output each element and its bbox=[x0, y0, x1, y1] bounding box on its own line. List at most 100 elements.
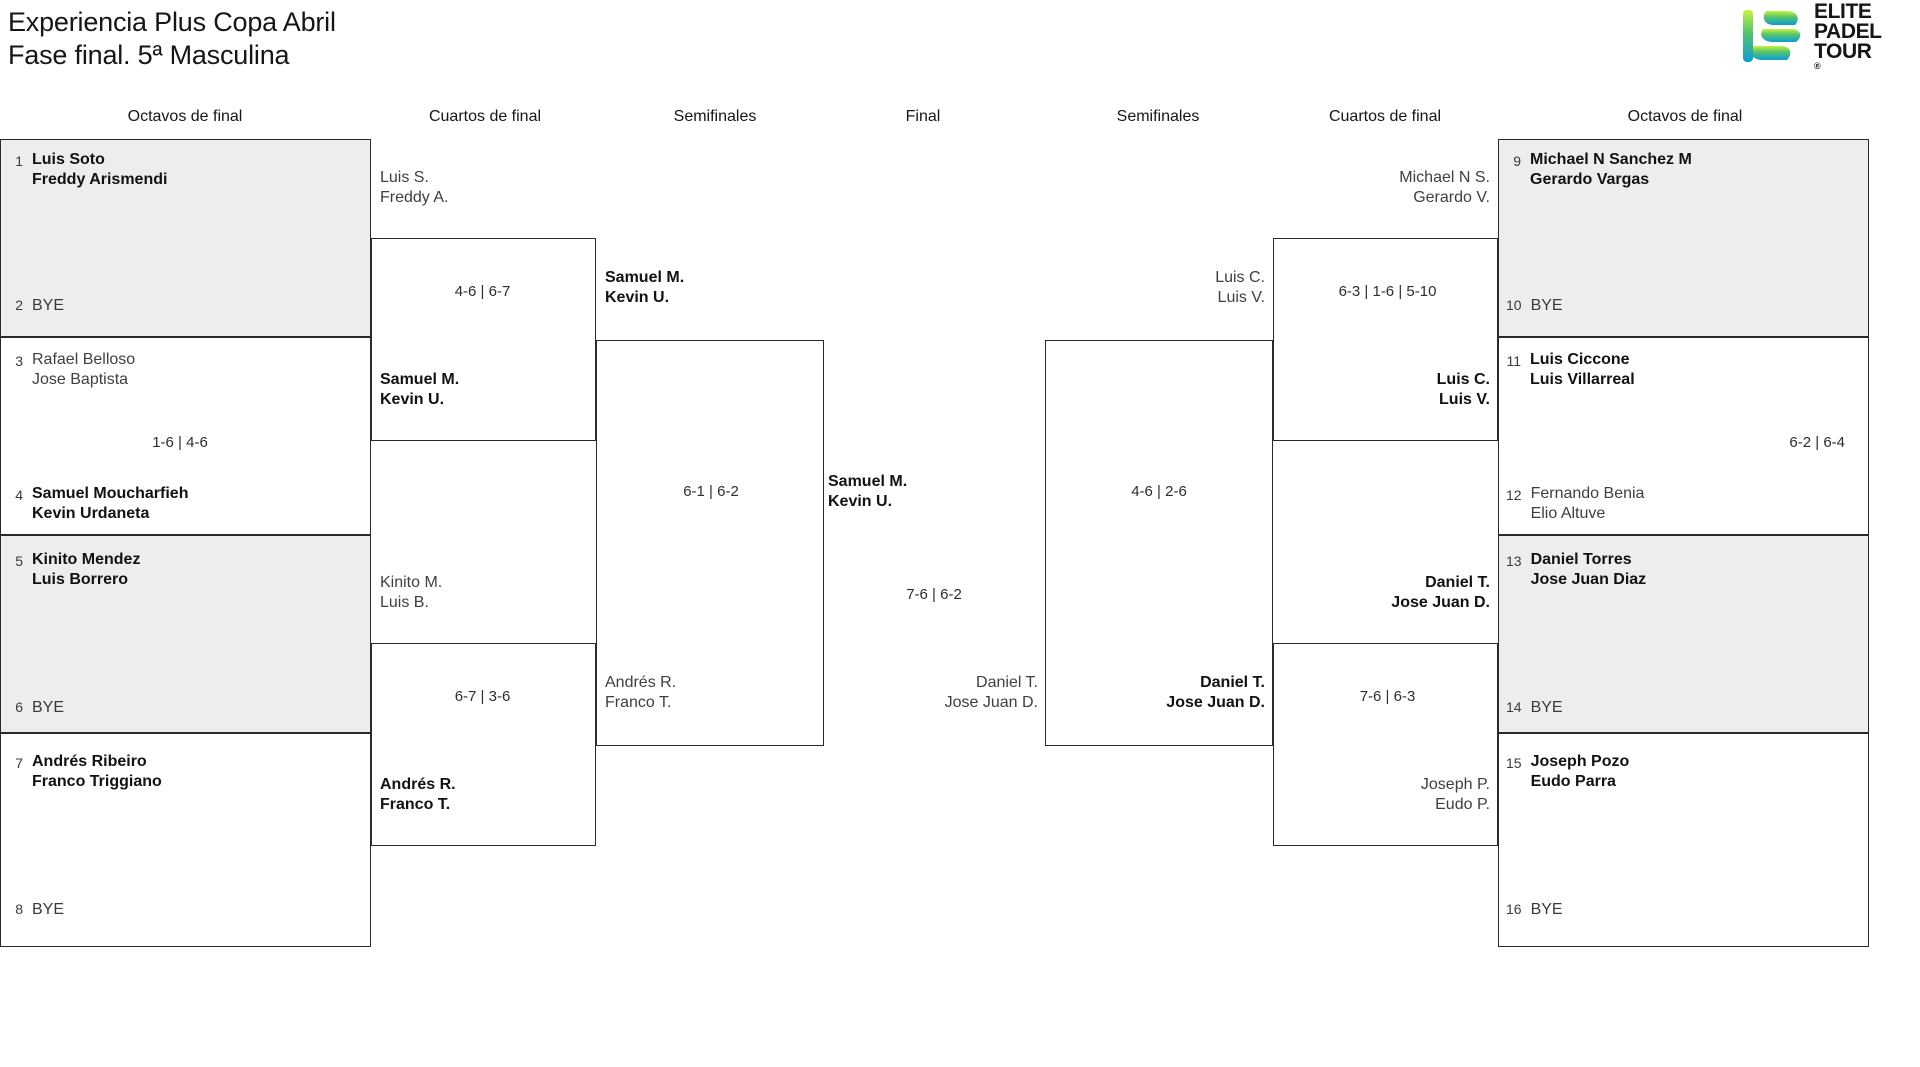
round-header-left-sf: Semifinales bbox=[673, 108, 757, 125]
logo-line-3: TOUR® bbox=[1814, 41, 1882, 71]
seed-players: Fernando Benia Elio Altuve bbox=[1530, 485, 1645, 522]
seed-players: BYE bbox=[32, 901, 65, 918]
seed-number: 15 bbox=[1506, 755, 1522, 771]
match-score-left-qf-2: 6-7 | 3-6 bbox=[454, 688, 511, 705]
qf-right-2-loser: Joseph P. Eudo P. bbox=[1420, 776, 1490, 813]
match-score-right-r16-2: 6-2 | 6-4 bbox=[1789, 434, 1845, 451]
qf-left-2-loser: Kinito M. Luis B. bbox=[380, 574, 443, 611]
seed-number: 4 bbox=[15, 487, 23, 503]
match-box-right-r16-4[interactable] bbox=[1498, 733, 1869, 947]
seed-entry-10[interactable]: 10 BYE bbox=[1506, 296, 1846, 316]
qf-left-1-winner: Samuel M. Kevin U. bbox=[380, 371, 460, 408]
seed-players: BYE bbox=[32, 297, 65, 314]
round-header-left-qf: Cuartos de final bbox=[428, 108, 542, 125]
qf-right-2-winner: Daniel T. Jose Juan D. bbox=[1391, 574, 1490, 611]
seed-entry-11[interactable]: 11 Luis Ciccone Luis Villarreal bbox=[1506, 350, 1846, 389]
match-score-left-sf: 6-1 | 6-2 bbox=[683, 483, 739, 500]
seed-entry-3[interactable]: 3 Rafael Belloso Jose Baptista bbox=[8, 350, 348, 389]
seed-number: 3 bbox=[15, 353, 23, 369]
sf-left-winner: Samuel M. Kevin U. bbox=[605, 269, 685, 306]
seed-players: BYE bbox=[1530, 297, 1563, 314]
seed-entry-2[interactable]: 2 BYE bbox=[8, 296, 348, 316]
match-box-right-r16-1[interactable] bbox=[1498, 139, 1869, 337]
seed-number: 6 bbox=[15, 699, 23, 716]
qf-left-2-winner: Andrés R. Franco T. bbox=[380, 776, 456, 813]
logo-line-2: PADEL bbox=[1814, 19, 1882, 43]
match-box-right-r16-2[interactable] bbox=[1498, 337, 1869, 535]
seed-number: 8 bbox=[15, 901, 23, 918]
seed-number: 1 bbox=[15, 153, 23, 169]
seed-entry-15[interactable]: 15 Joseph Pozo Eudo Parra bbox=[1506, 752, 1846, 791]
seed-players: Kinito Mendez Luis Borrero bbox=[32, 551, 141, 588]
page-title: Experiencia Plus Copa Abril Fase final. … bbox=[8, 6, 336, 72]
match-box-left-r16-1[interactable] bbox=[0, 139, 371, 337]
seed-players: Daniel Torres Jose Juan Diaz bbox=[1530, 551, 1647, 588]
match-score-left-qf-1: 4-6 | 6-7 bbox=[454, 283, 511, 300]
match-box-right-r16-3[interactable] bbox=[1498, 535, 1869, 733]
sf-left-loser: Andrés R. Franco T. bbox=[605, 674, 677, 711]
sf-right-winner: Daniel T. Jose Juan D. bbox=[1166, 674, 1265, 711]
qf-right-1-winner: Luis C. Luis V. bbox=[1436, 371, 1490, 408]
seed-players: Joseph Pozo Eudo Parra bbox=[1530, 753, 1630, 790]
match-box-left-qf-1[interactable] bbox=[371, 238, 596, 441]
seed-number: 13 bbox=[1506, 553, 1522, 569]
seed-entry-12[interactable]: 12 Fernando Benia Elio Altuve bbox=[1506, 484, 1846, 523]
seed-number: 2 bbox=[15, 297, 23, 314]
logo-mark-icon bbox=[1743, 10, 1801, 62]
round-header-right-r16: Octavos de final bbox=[1627, 108, 1743, 125]
match-box-left-sf[interactable] bbox=[596, 340, 824, 746]
round-header-right-sf: Semifinales bbox=[1116, 108, 1200, 125]
round-header-right-qf: Cuartos de final bbox=[1328, 108, 1442, 125]
seed-players: Samuel Moucharfieh Kevin Urdaneta bbox=[32, 485, 189, 522]
seed-players: Luis Soto Freddy Arismendi bbox=[32, 151, 168, 188]
match-score-left-r16-2: 1-6 | 4-6 bbox=[152, 434, 208, 451]
seed-number: 14 bbox=[1506, 699, 1522, 716]
seed-players: BYE bbox=[1530, 901, 1563, 918]
match-box-right-qf-2[interactable] bbox=[1273, 643, 1498, 846]
match-score-right-qf-2: 7-6 | 6-3 bbox=[1359, 688, 1416, 705]
seed-entry-4[interactable]: 4 Samuel Moucharfieh Kevin Urdaneta bbox=[8, 484, 348, 523]
seed-players: BYE bbox=[32, 699, 65, 716]
match-score-right-qf-1: 6-3 | 1-6 | 5-10 bbox=[1338, 283, 1437, 300]
seed-number: 9 bbox=[1513, 153, 1521, 169]
seed-number: 12 bbox=[1506, 487, 1522, 503]
seed-players: Michael N Sanchez M Gerardo Vargas bbox=[1530, 151, 1692, 188]
round-header-left-r16: Octavos de final bbox=[127, 108, 243, 125]
seed-entry-8[interactable]: 8 BYE bbox=[8, 900, 348, 920]
elite-padel-tour-logo: ELITE PADEL TOUR® bbox=[1743, 1, 1908, 71]
seed-entry-6[interactable]: 6 BYE bbox=[8, 698, 348, 718]
seed-entry-1[interactable]: 1 Luis Soto Freddy Arismendi bbox=[8, 150, 348, 189]
seed-number: 11 bbox=[1506, 353, 1521, 369]
match-score-right-sf: 4-6 | 2-6 bbox=[1131, 483, 1187, 500]
seed-players: BYE bbox=[1530, 699, 1563, 716]
match-box-left-r16-3[interactable] bbox=[0, 535, 371, 733]
logo-wordmark: ELITE PADEL TOUR® bbox=[1814, 1, 1882, 71]
qf-left-1-loser: Luis S. Freddy A. bbox=[380, 169, 449, 206]
match-score-final: 7-6 | 6-2 bbox=[906, 586, 962, 603]
match-box-left-r16-2[interactable] bbox=[0, 337, 371, 535]
seed-entry-5[interactable]: 5 Kinito Mendez Luis Borrero bbox=[8, 550, 348, 589]
seed-number: 10 bbox=[1506, 297, 1522, 314]
seed-entry-16[interactable]: 16 BYE bbox=[1506, 900, 1846, 920]
seed-number: 5 bbox=[15, 553, 23, 569]
title-line-1: Experiencia Plus Copa Abril bbox=[8, 7, 336, 37]
seed-entry-7[interactable]: 7 Andrés Ribeiro Franco Triggiano bbox=[8, 752, 348, 791]
seed-entry-13[interactable]: 13 Daniel Torres Jose Juan Diaz bbox=[1506, 550, 1846, 589]
seed-number: 7 bbox=[15, 755, 23, 771]
registered-mark-icon: ® bbox=[1814, 60, 1821, 71]
seed-entry-14[interactable]: 14 BYE bbox=[1506, 698, 1846, 718]
match-box-right-qf-1[interactable] bbox=[1273, 238, 1498, 441]
sf-right-loser: Luis C. Luis V. bbox=[1215, 269, 1265, 306]
seed-players: Rafael Belloso Jose Baptista bbox=[32, 351, 136, 388]
final-runnerup-right: Daniel T. Jose Juan D. bbox=[944, 674, 1038, 711]
seed-players: Andrés Ribeiro Franco Triggiano bbox=[32, 753, 162, 790]
title-line-2: Fase final. 5ª Masculina bbox=[8, 39, 290, 70]
final-winner-left: Samuel M. Kevin U. bbox=[828, 473, 908, 510]
seed-players: Luis Ciccone Luis Villarreal bbox=[1530, 351, 1635, 388]
match-box-left-r16-4[interactable] bbox=[0, 733, 371, 947]
match-box-right-sf[interactable] bbox=[1045, 340, 1273, 746]
match-box-left-qf-2[interactable] bbox=[371, 643, 596, 846]
round-header-final: Final bbox=[905, 108, 941, 125]
seed-entry-9[interactable]: 9 Michael N Sanchez M Gerardo Vargas bbox=[1506, 150, 1846, 189]
